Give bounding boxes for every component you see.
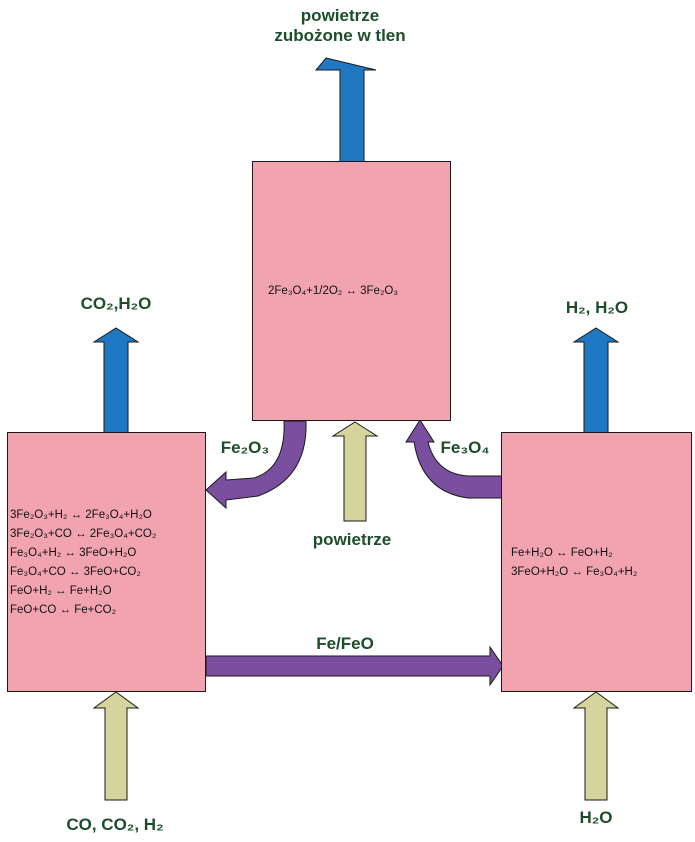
- fuel-outlet-arrow: [92, 327, 140, 434]
- fefeo-flow-arrow: [205, 645, 504, 687]
- reaction-line: 2Fe₃O₄+1/2O₂ ↔ 3Fe₂O₃: [268, 285, 399, 297]
- steam-inlet-label: H₂O: [579, 808, 613, 827]
- reaction-line: Fe+H₂O ↔ FeO+H₂: [511, 547, 613, 559]
- air-outlet-label-line1: powietrze: [300, 6, 380, 25]
- fefeo-flow-label: Fe/FeO: [316, 634, 374, 653]
- air-reactor-reactions: 2Fe₃O₄+1/2O₂ ↔ 3Fe₂O₃: [268, 282, 398, 301]
- reaction-line: Fe₃O₄+CO ↔ 3FeO+CO₂: [10, 566, 141, 578]
- fuel-reactor: 3Fe₂O₃+H₂ ↔ 2Fe₃O₄+H₂O 3Fe₂O₃+CO ↔ 2Fe₃O…: [7, 432, 206, 692]
- air-inlet-label: powietrze: [312, 530, 392, 549]
- fuel-outlet-label: CO₂,H₂O: [80, 294, 152, 313]
- fe2o3-flow-label: Fe₂O₃: [220, 438, 270, 457]
- steam-outlet-label: H₂, H₂O: [565, 298, 629, 317]
- reaction-line: 3FeO+H₂O ↔ Fe₃O₄+H₂: [511, 566, 638, 578]
- reaction-line: 3Fe₂O₃+CO ↔ 2Fe₃O₄+CO₂: [10, 528, 157, 540]
- air-outlet-label-line2: zubożone w tlen: [274, 26, 406, 45]
- fuel-inlet-arrow: [92, 691, 140, 801]
- air-outlet-label: powietrze zubożone w tlen: [240, 6, 440, 46]
- reaction-line: 3Fe₂O₃+H₂ ↔ 2Fe₃O₄+H₂O: [10, 509, 152, 521]
- steam-reactor: Fe+H₂O ↔ FeO+H₂ 3FeO+H₂O ↔ Fe₃O₄+H₂: [501, 432, 692, 692]
- fe2o3-flow-arrow: [205, 420, 307, 510]
- reaction-line: FeO+H₂ ↔ Fe+H₂O: [10, 585, 112, 597]
- fuel-reactor-reactions: 3Fe₂O₃+H₂ ↔ 2Fe₃O₄+H₂O 3Fe₂O₃+CO ↔ 2Fe₃O…: [10, 506, 156, 620]
- air-outlet-arrow: [314, 57, 377, 163]
- air-inlet-arrow: [331, 421, 379, 522]
- reaction-line: Fe₃O₄+H₂ ↔ 3FeO+H₂O: [10, 547, 137, 559]
- fe3o4-flow-arrow: [405, 419, 503, 499]
- air-reactor: 2Fe₃O₄+1/2O₂ ↔ 3Fe₂O₃: [252, 161, 451, 421]
- fuel-inlet-label: CO, CO₂, H₂: [66, 815, 164, 834]
- steam-reactor-reactions: Fe+H₂O ↔ FeO+H₂ 3FeO+H₂O ↔ Fe₃O₄+H₂: [511, 544, 637, 582]
- fe3o4-flow-label: Fe₃O₄: [440, 438, 490, 457]
- steam-outlet-arrow: [572, 327, 620, 434]
- reaction-line: FeO+CO ↔ Fe+CO₂: [10, 604, 117, 616]
- steam-inlet-arrow: [572, 691, 620, 801]
